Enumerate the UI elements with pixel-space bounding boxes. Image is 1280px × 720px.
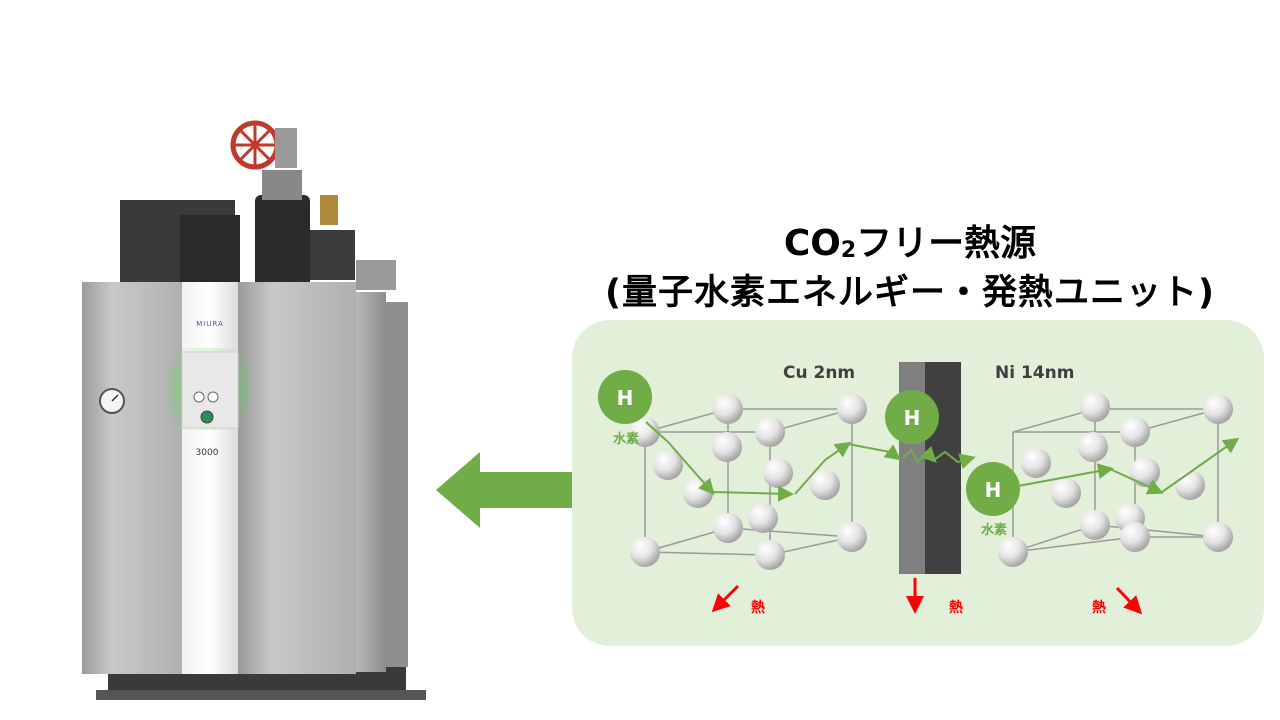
lattice-atom: [1051, 478, 1081, 508]
lattice-atom: [1120, 522, 1150, 552]
lattice-atom: [755, 417, 785, 447]
lattice-atom: [1021, 448, 1051, 478]
boiler-model: 3000: [196, 448, 219, 458]
lattice-atom: [1175, 470, 1205, 500]
hydrogen-atom-icon: [598, 370, 652, 424]
pressure-gauge-icon: [99, 388, 125, 414]
hydrogen-symbol: H: [904, 406, 921, 430]
hydrogen-symbol: H: [985, 478, 1002, 502]
boiler-body-left: [82, 282, 182, 674]
boiler-body-right: [238, 282, 356, 674]
hydrogen-atom: H: [966, 462, 1020, 516]
valve-handwheel-icon: [230, 120, 297, 170]
lattice-atom: [837, 522, 867, 552]
lattice-atom: [653, 450, 683, 480]
ni-layer: [925, 362, 961, 574]
hydrogen-atom-icon: [966, 462, 1020, 516]
lattice-atom: [683, 478, 713, 508]
hydrogen-atom: H: [885, 390, 939, 444]
lattice-atom: [1120, 417, 1150, 447]
hydrogen-symbol: H: [617, 386, 634, 410]
lattice-atom: [1080, 392, 1110, 422]
title-line-1: CO2フリー熱源: [560, 214, 1260, 266]
hydrogen-label: 水素: [981, 522, 1007, 538]
title-co: CO: [783, 223, 841, 264]
control-button-icon: [200, 410, 214, 424]
hydrogen-atom-icon: [885, 390, 939, 444]
exhaust-stack: [255, 195, 310, 290]
hydrogen-label: 水素: [613, 431, 639, 447]
lattice-atom: [1203, 394, 1233, 424]
heat-label: 熱: [1092, 599, 1106, 616]
boiler-brand: MIURA: [196, 320, 224, 328]
lattice-atom: [1078, 432, 1108, 462]
lattice-atom: [1130, 457, 1160, 487]
lattice-atom: [748, 503, 778, 533]
lattice-atom: [712, 432, 742, 462]
heat-arrow-icon: [711, 578, 1143, 615]
boiler-front-panel: [182, 282, 238, 674]
heat-label: 熱: [949, 599, 963, 616]
lattice-atom: [1203, 522, 1233, 552]
lattice-atom: [837, 394, 867, 424]
lattice-atom: [763, 458, 793, 488]
safety-valve: [320, 195, 338, 225]
lattice-atom: [998, 537, 1028, 567]
lattice-atom: [1080, 510, 1110, 540]
cu-label: Cu 2nm: [783, 363, 855, 383]
lattice-atom: [630, 417, 660, 447]
lattice-atom: [630, 537, 660, 567]
title-line-2: (量子水素エネルギー・発熱ユニット): [605, 273, 1215, 313]
ni-label: Ni 14nm: [995, 363, 1074, 383]
flow-arrow-left-icon: [436, 452, 572, 528]
hydrogen-atom: H: [598, 370, 652, 424]
lattice-atom: [713, 513, 743, 543]
hydrogen-path: [645, 421, 1240, 502]
lattice-atom: [810, 470, 840, 500]
heat-label: 熱: [751, 599, 765, 616]
title-subscript: 2: [840, 238, 857, 263]
boiler-illustration: MIURA 3000: [82, 120, 426, 700]
lattice-atom: [713, 394, 743, 424]
lattice-atom: [755, 540, 785, 570]
title-heat-source: フリー熱源: [856, 223, 1037, 264]
